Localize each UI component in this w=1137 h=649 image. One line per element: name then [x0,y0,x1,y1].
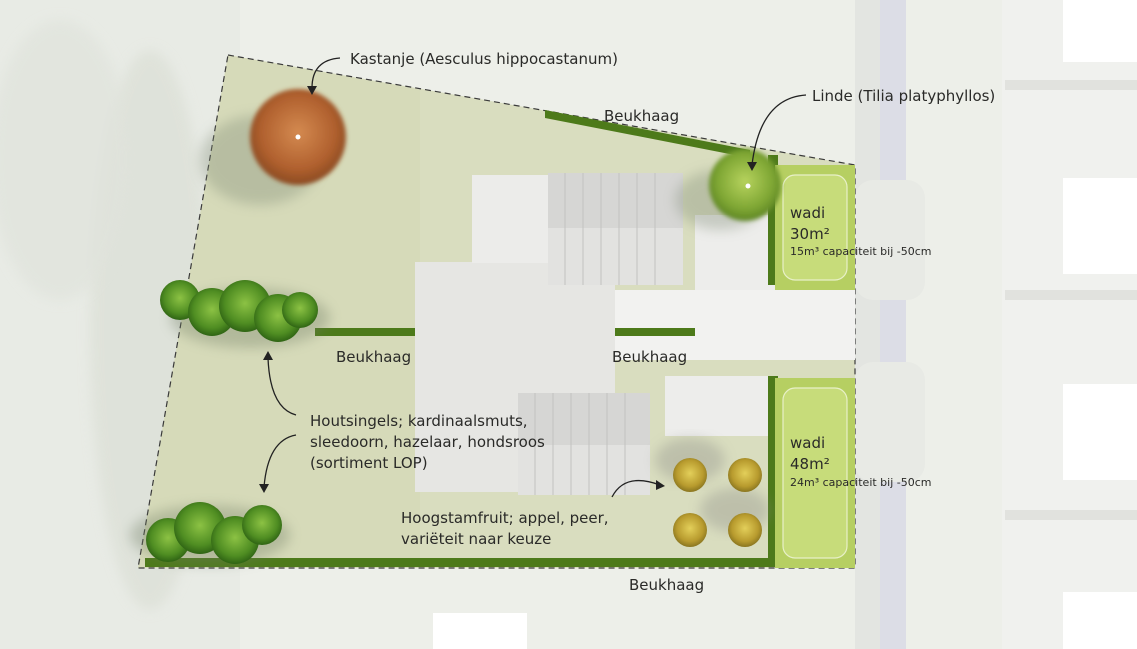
neighbour-building [1063,0,1137,62]
label-beukhaag-top: Beukhaag [604,107,679,125]
arrow-houtsingel-north [267,357,297,416]
wadi-2-name: wadi [790,434,825,452]
fruit-tree [673,513,707,547]
fruit-tree [673,458,707,492]
label-hoogstamfruit-line-2: variëteit naar keuze [401,530,551,548]
arrow-heads [259,86,757,493]
wadi-2-area-label: 48m² [790,455,830,473]
fruit-trees [655,438,770,547]
houtsingel-north [160,280,330,348]
wadi-1-area-label: 30m² [790,225,830,243]
label-houtsingels-line-2: sleedoorn, hazelaar, hondsroos [310,433,545,451]
hedge-mid [615,328,695,336]
arrow-houtsingel-south [263,434,297,488]
buildings [415,173,855,495]
label-beukhaag-bottom: Beukhaag [629,576,704,594]
hedge-east-south [768,376,778,566]
arrow-kastanje [311,57,341,89]
label-beukhaag-mid: Beukhaag [612,348,687,366]
houtsingel-south [130,502,290,565]
label-kastanje: Kastanje (Aesculus hippocastanum) [350,50,618,68]
label-houtsingels-line-1: Houtsingels; kardinaalsmuts, [310,412,528,430]
kastanje-tree [200,89,346,205]
wadi-2-capacity: 24m³ capaciteit bij -50cm [790,476,932,489]
fruit-tree [728,513,762,547]
leader-arrows [263,57,807,498]
label-houtsingels-line-3: (sortiment LOP) [310,454,428,472]
label-beukhaag-left: Beukhaag [336,348,411,366]
plot-boundary [137,54,856,569]
fruit-tree [728,458,762,492]
label-hoogstamfruit-line-1: Hoogstamfruit; appel, peer, [401,509,609,527]
wadi-2-area [775,378,855,568]
hedge-left [315,328,415,336]
label-linde: Linde (Tilia platyphyllos) [812,87,995,105]
hedge-top [545,110,750,158]
neighbour-building [433,613,527,649]
arrow-linde [751,94,807,166]
wadi-1-name: wadi [790,204,825,222]
hedge-east-north [768,155,778,285]
neighbour-building [1063,178,1137,274]
driveway [615,290,855,360]
linde-tree [675,149,781,230]
wadi-1-capacity: 15m³ capaciteit bij -50cm [790,245,932,258]
wadi-1-area [775,165,855,290]
neighbour-building [1063,384,1137,480]
arrow-hoogstamfruit [611,479,661,498]
hedge-bottom [145,558,780,567]
neighbour-building [1063,592,1137,649]
hedges [145,110,780,567]
